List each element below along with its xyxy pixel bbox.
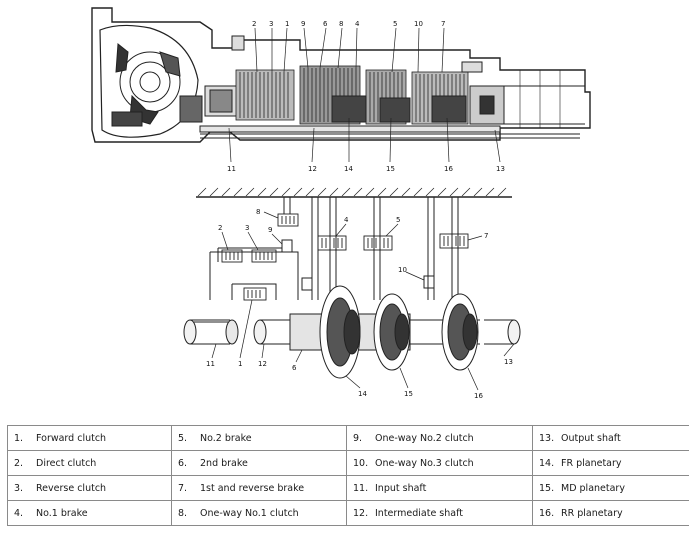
- callout-bottom: 10: [398, 266, 407, 274]
- legend-number: 4.: [14, 507, 24, 519]
- legend-cell: 8. One-way No.1 clutch: [171, 500, 347, 526]
- callout-bottom: 6: [292, 364, 297, 372]
- power-flow-schematic: [183, 187, 521, 391]
- clutch-1: [243, 287, 267, 301]
- callout-bottom: 8: [256, 208, 260, 216]
- clutch-2: [221, 249, 243, 263]
- callout-top: 14: [344, 165, 353, 173]
- callout-bottom: 11: [206, 360, 215, 368]
- legend-label: One-way No.2 clutch: [375, 432, 474, 444]
- legend-number: 3.: [14, 482, 24, 494]
- callout-bottom: 5: [396, 216, 400, 224]
- legend-label: Output shaft: [561, 432, 621, 444]
- planetary-md: [373, 293, 411, 371]
- legend-label: Forward clutch: [36, 432, 107, 444]
- callout-top: 5: [393, 20, 397, 28]
- brake-4: [317, 235, 347, 251]
- legend-cell: 2. Direct clutch: [7, 450, 172, 476]
- legend-cell: 13. Output shaft: [532, 425, 689, 451]
- legend-label: No.1 brake: [36, 507, 88, 519]
- callout-top: 13: [496, 165, 505, 173]
- callout-bottom: 16: [474, 392, 483, 400]
- legend-label: One-way No.3 clutch: [375, 457, 474, 469]
- legend-cell: 4. No.1 brake: [7, 500, 172, 526]
- legend-label: Intermediate shaft: [375, 507, 464, 519]
- legend-label: Reverse clutch: [36, 482, 107, 494]
- legend-cell: 14. FR planetary: [532, 450, 689, 476]
- legend-label: RR planetary: [561, 507, 623, 519]
- legend-number: 10.: [353, 457, 369, 469]
- callout-bottom: 9: [268, 226, 272, 234]
- legend-number: 12.: [353, 507, 369, 519]
- callout-top: 9: [301, 20, 305, 28]
- callout-top: 7: [441, 20, 445, 28]
- brake-7: [439, 233, 469, 249]
- legend-number: 8.: [178, 507, 188, 519]
- legend-number: 9.: [353, 432, 363, 444]
- transmission-cross-section: [91, 7, 591, 163]
- legend-number: 5.: [178, 432, 188, 444]
- legend-row: 3. Reverse clutch 7. 1st and reverse brake 1…: [7, 475, 689, 501]
- legend-table: 1. Forward clutch 5. No.2 brake 9. One-way No…: [7, 425, 689, 526]
- legend-cell: 10. One-way No.3 clutch: [346, 450, 533, 476]
- transmission-diagram: 2 3 1 9 6 8 4 5 10 7 11 12 14 15 16 13: [91, 7, 591, 400]
- legend-number: 13.: [539, 432, 555, 444]
- callout-top: 8: [339, 20, 343, 28]
- legend-label: No.2 brake: [200, 432, 252, 444]
- legend-cell: 7. 1st and reverse brake: [171, 475, 347, 501]
- legend-label: Input shaft: [375, 482, 427, 494]
- legend-label: 1st and reverse brake: [200, 482, 305, 494]
- legend-label: MD planetary: [561, 482, 625, 494]
- legend-cell: 1. Forward clutch: [7, 425, 172, 451]
- callout-top: 10: [414, 20, 423, 28]
- legend-label: FR planetary: [561, 457, 622, 469]
- legend-label: One-way No.1 clutch: [200, 507, 299, 519]
- legend-number: 6.: [178, 457, 188, 469]
- legend-cell: 16. RR planetary: [532, 500, 689, 526]
- legend-cell: 15. MD planetary: [532, 475, 689, 501]
- legend-number: 16.: [539, 507, 555, 519]
- legend-number: 2.: [14, 457, 24, 469]
- callout-top: 11: [227, 165, 236, 173]
- legend-cell: 3. Reverse clutch: [7, 475, 172, 501]
- legend-cell: 5. No.2 brake: [171, 425, 347, 451]
- legend-cell: 12. Intermediate shaft: [346, 500, 533, 526]
- callout-bottom: 1: [238, 360, 242, 368]
- legend-label: 2nd brake: [200, 457, 248, 469]
- legend-cell: 11. Input shaft: [346, 475, 533, 501]
- callout-top: 1: [285, 20, 289, 28]
- planetary-rr: [441, 293, 479, 371]
- callout-top: 16: [444, 165, 453, 173]
- callout-top: 2: [252, 20, 256, 28]
- callout-top: 4: [355, 20, 360, 28]
- callout-bottom: 4: [344, 216, 349, 224]
- legend-row: 4. No.1 brake 8. One-way No.1 clutch 12. Inte…: [7, 500, 689, 526]
- callout-top: 6: [323, 20, 328, 28]
- legend-cell: 9. One-way No.2 clutch: [346, 425, 533, 451]
- callout-top: 3: [269, 20, 273, 28]
- brake-5: [363, 235, 393, 251]
- legend-number: 1.: [14, 432, 24, 444]
- planetary-fr: [319, 285, 361, 379]
- callout-bottom: 14: [358, 390, 367, 398]
- callout-top: 12: [308, 165, 317, 173]
- legend-number: 11.: [353, 482, 369, 494]
- callout-bottom: 12: [258, 360, 267, 368]
- clutch-3: [251, 249, 277, 263]
- brake-8: [277, 213, 299, 227]
- callout-bottom: 2: [218, 224, 222, 232]
- legend-cell: 6. 2nd brake: [171, 450, 347, 476]
- callout-top: 15: [386, 165, 395, 173]
- legend-number: 7.: [178, 482, 188, 494]
- callout-bottom: 13: [504, 358, 513, 366]
- legend-row: 2. Direct clutch 6. 2nd brake 10. One-way No.…: [7, 450, 689, 476]
- legend-label: Direct clutch: [36, 457, 97, 469]
- legend-number: 14.: [539, 457, 555, 469]
- callout-bottom: 15: [404, 390, 413, 398]
- callout-bottom: 7: [484, 232, 488, 240]
- legend-row: 1. Forward clutch 5. No.2 brake 9. One-way No…: [7, 425, 689, 451]
- legend-number: 15.: [539, 482, 555, 494]
- callout-bottom: 3: [245, 224, 249, 232]
